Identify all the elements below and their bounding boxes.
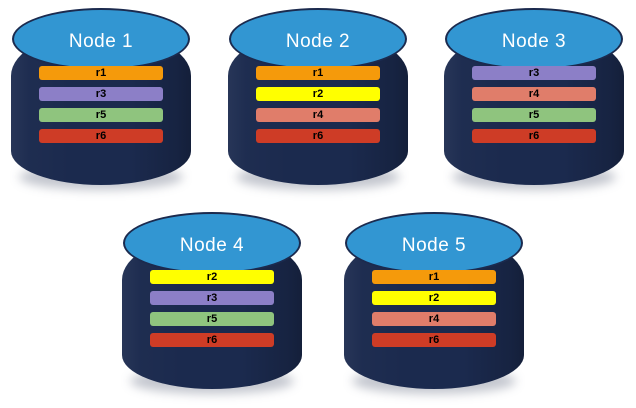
replica-bar[interactable]: r5 — [472, 108, 596, 122]
replica-bar[interactable]: r1 — [372, 270, 496, 284]
replica-label: r6 — [312, 129, 324, 142]
replica-bar[interactable]: r3 — [150, 291, 274, 305]
replica-label: r3 — [206, 291, 218, 304]
replica-list: r1 r2 r4 r6 — [372, 270, 496, 347]
replica-bar[interactable]: r2 — [256, 87, 380, 101]
replica-bar[interactable]: r4 — [372, 312, 496, 326]
replica-label: r5 — [528, 108, 540, 121]
node-title: Node 5 — [401, 234, 467, 256]
replica-label: r2 — [312, 87, 324, 100]
replica-bar[interactable]: r5 — [150, 312, 274, 326]
replica-bar[interactable]: r2 — [372, 291, 496, 305]
replica-label: r1 — [312, 66, 324, 79]
cylinder-top-ellipse: Node 3 — [445, 8, 623, 70]
replica-bar[interactable]: r2 — [150, 270, 274, 284]
cylinder-top-ellipse: Node 4 — [123, 212, 301, 274]
replica-bar[interactable]: r6 — [372, 333, 496, 347]
replica-bar[interactable]: r4 — [472, 87, 596, 101]
replica-label: r1 — [428, 270, 440, 283]
replica-bar[interactable]: r5 — [39, 108, 163, 122]
storage-node-4[interactable]: Node 4 r2 r3 r5 r6 — [122, 212, 302, 394]
replica-list: r1 r3 r5 r6 — [39, 66, 163, 143]
replica-label: r4 — [312, 108, 324, 121]
replica-bar[interactable]: r6 — [256, 129, 380, 143]
replica-bar[interactable]: r1 — [39, 66, 163, 80]
storage-node-3[interactable]: Node 3 r3 r4 r5 r6 — [444, 8, 624, 190]
replica-label: r5 — [206, 312, 218, 325]
cylinder-top-ellipse: Node 5 — [345, 212, 523, 274]
replica-bar[interactable]: r6 — [472, 129, 596, 143]
replica-bar[interactable]: r4 — [256, 108, 380, 122]
node-title: Node 4 — [179, 234, 245, 256]
storage-node-2[interactable]: Node 2 r1 r2 r4 r6 — [228, 8, 408, 190]
replica-bar[interactable]: r6 — [150, 333, 274, 347]
replica-label: r6 — [428, 333, 440, 346]
replica-list: r2 r3 r5 r6 — [150, 270, 274, 347]
replica-label: r6 — [528, 129, 540, 142]
replica-label: r4 — [528, 87, 540, 100]
replica-bar[interactable]: r1 — [256, 66, 380, 80]
replica-bar[interactable]: r3 — [39, 87, 163, 101]
replica-label: r6 — [95, 129, 107, 142]
node-title: Node 3 — [501, 30, 567, 52]
cylinder-top-ellipse: Node 1 — [12, 8, 190, 70]
node-title: Node 1 — [68, 30, 134, 52]
replica-label: r1 — [95, 66, 107, 79]
replica-bar[interactable]: r6 — [39, 129, 163, 143]
replica-label: r2 — [428, 291, 440, 304]
replica-label: r2 — [206, 270, 218, 283]
replica-label: r4 — [428, 312, 440, 325]
replica-label: r3 — [528, 66, 540, 79]
storage-node-1[interactable]: Node 1 r1 r3 r5 r6 — [11, 8, 191, 190]
replica-label: r6 — [206, 333, 218, 346]
cylinder-top-ellipse: Node 2 — [229, 8, 407, 70]
replica-list: r3 r4 r5 r6 — [472, 66, 596, 143]
replica-label: r3 — [95, 87, 107, 100]
replica-bar[interactable]: r3 — [472, 66, 596, 80]
replica-label: r5 — [95, 108, 107, 121]
replica-list: r1 r2 r4 r6 — [256, 66, 380, 143]
storage-node-5[interactable]: Node 5 r1 r2 r4 r6 — [344, 212, 524, 394]
node-title: Node 2 — [285, 30, 351, 52]
